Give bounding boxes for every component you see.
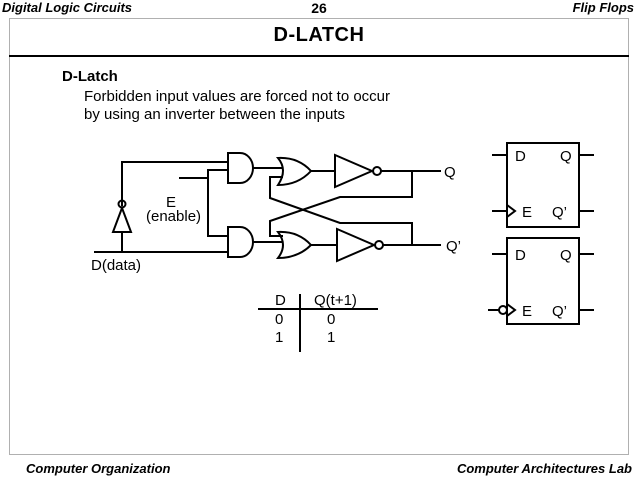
label-e: E — [166, 194, 176, 211]
title-divider — [9, 55, 629, 57]
d-inverter-icon — [111, 205, 133, 233]
latch-symbol-low-box — [506, 237, 580, 325]
course-title: Digital Logic Circuits — [2, 0, 133, 15]
and-gate-lower-icon — [227, 226, 254, 258]
chapter-title: Flip Flops — [572, 0, 634, 15]
d-inverter-bubble-icon — [117, 199, 127, 209]
tt-row1-d: 0 — [275, 311, 283, 328]
description-line-1: Forbidden input values are forced not to… — [84, 88, 391, 105]
latch-symbol-low-q: Q — [560, 247, 572, 264]
wire-d-input — [94, 232, 123, 253]
truth-table: D Q(t+1) 0 0 1 1 — [258, 292, 378, 352]
not-gate-lower-icon — [336, 227, 377, 263]
label-enable: (enable) — [146, 208, 201, 225]
label-d-data: D(data) — [91, 257, 141, 274]
negation-bubble-icon — [498, 305, 508, 315]
and-gate-upper-icon — [227, 152, 254, 184]
latch-symbol-high-q: Q — [560, 148, 572, 165]
clock-triangle-icon — [506, 303, 517, 317]
latch-symbol-high-qbar: Q’ — [552, 204, 567, 221]
description-line-2: by using an inverter between the inputs — [84, 106, 345, 123]
latch-symbol-high-box — [506, 142, 580, 228]
label-qbar: Q’ — [446, 238, 461, 255]
latch-symbol-low-e: E — [522, 303, 532, 320]
latch-symbol-high-d: D — [515, 148, 526, 165]
latch-symbol-low-d: D — [515, 247, 526, 264]
tt-row2-q: 1 — [327, 329, 335, 346]
wire-d-to-and1 — [121, 161, 229, 206]
tt-row2-d: 1 — [275, 329, 283, 346]
wire-q-feedback — [269, 170, 413, 237]
footer-course: Computer Organization — [26, 461, 171, 476]
or-gate-lower-icon — [275, 230, 313, 260]
wire-qbar-feedback — [269, 176, 413, 246]
page-number: 26 — [311, 0, 327, 16]
tt-header-d: D — [275, 292, 286, 309]
clock-triangle-icon — [506, 204, 517, 218]
tt-row1-q: 0 — [327, 311, 335, 328]
tt-header-q: Q(t+1) — [314, 292, 357, 309]
latch-symbol-high-e: E — [522, 204, 532, 221]
latch-symbol-low-qbar: Q’ — [552, 303, 567, 320]
wire-enable — [179, 169, 209, 237]
slide-frame — [9, 18, 629, 455]
slide-title: D-LATCH — [273, 24, 365, 46]
latch-symbol-active-high: D Q E Q’ — [492, 142, 594, 228]
footer-lab: Computer Architectures Lab — [456, 461, 632, 476]
not-gate-upper-icon — [334, 153, 375, 189]
or-gate-upper-icon — [275, 156, 313, 187]
latch-symbol-active-low: D Q E Q’ — [488, 237, 594, 325]
label-q: Q — [444, 164, 456, 181]
section-heading: D-Latch — [62, 68, 118, 85]
page-header: Digital Logic Circuits 26 Flip Flops — [0, 0, 638, 20]
